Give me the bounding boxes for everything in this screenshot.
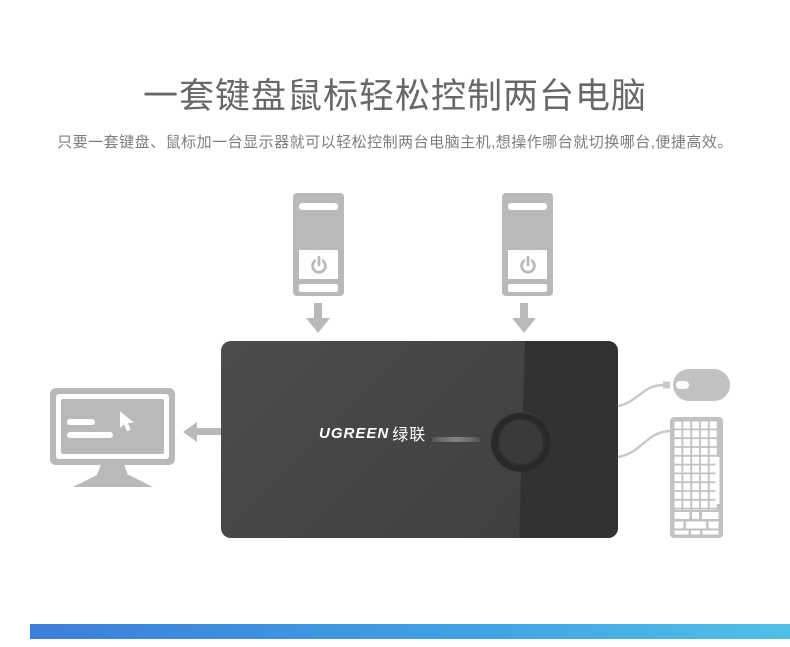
monitor-stand-base — [73, 475, 153, 487]
tower-vent-slot — [508, 284, 547, 292]
down-arrow-icon — [314, 303, 322, 318]
tower-power-panel — [299, 250, 338, 279]
brand-logo-latin: UGREEN — [319, 424, 390, 442]
tower-drive-slot — [508, 203, 547, 210]
tower-vent-slot — [299, 284, 338, 292]
monitor-stand-neck — [97, 465, 128, 475]
mouse-icon — [673, 369, 730, 401]
switch-button-cap — [497, 418, 545, 466]
pc-tower-icon — [293, 193, 344, 296]
accent-divider-bar — [30, 624, 790, 639]
down-arrow-icon — [520, 303, 528, 318]
screen-text-line — [67, 432, 113, 438]
tower-drive-slot — [299, 203, 338, 210]
brand-logo: UGREEN 绿联 — [319, 424, 427, 445]
screen-text-line — [67, 419, 95, 425]
power-icon — [519, 255, 536, 274]
switch-button[interactable] — [491, 412, 551, 472]
left-arrow-icon — [183, 422, 197, 442]
tower-power-panel — [508, 250, 547, 279]
down-arrow-icon — [512, 318, 536, 333]
page-subtitle: 只要一套键盘、鼠标加一台显示器就可以轻松控制两台电脑主机,想操作哪台就切换哪台,… — [57, 134, 733, 151]
down-arrow-icon — [306, 318, 330, 333]
kvm-switch-device: UGREEN 绿联 — [221, 341, 618, 538]
mouse-cursor-icon — [120, 411, 134, 432]
left-arrow-icon — [197, 428, 221, 435]
page-title: 一套键盘鼠标轻松控制两台电脑 — [142, 77, 647, 116]
pc-tower-icon — [502, 193, 553, 296]
monitor-icon — [50, 388, 175, 465]
monitor-bezel — [56, 394, 169, 459]
power-icon — [310, 255, 327, 274]
brand-logo-cn: 绿联 — [392, 427, 427, 444]
mouse-wheel — [676, 381, 689, 389]
monitor-screen — [61, 399, 164, 454]
keyboard-icon — [670, 417, 723, 538]
led-indicator — [432, 437, 480, 442]
